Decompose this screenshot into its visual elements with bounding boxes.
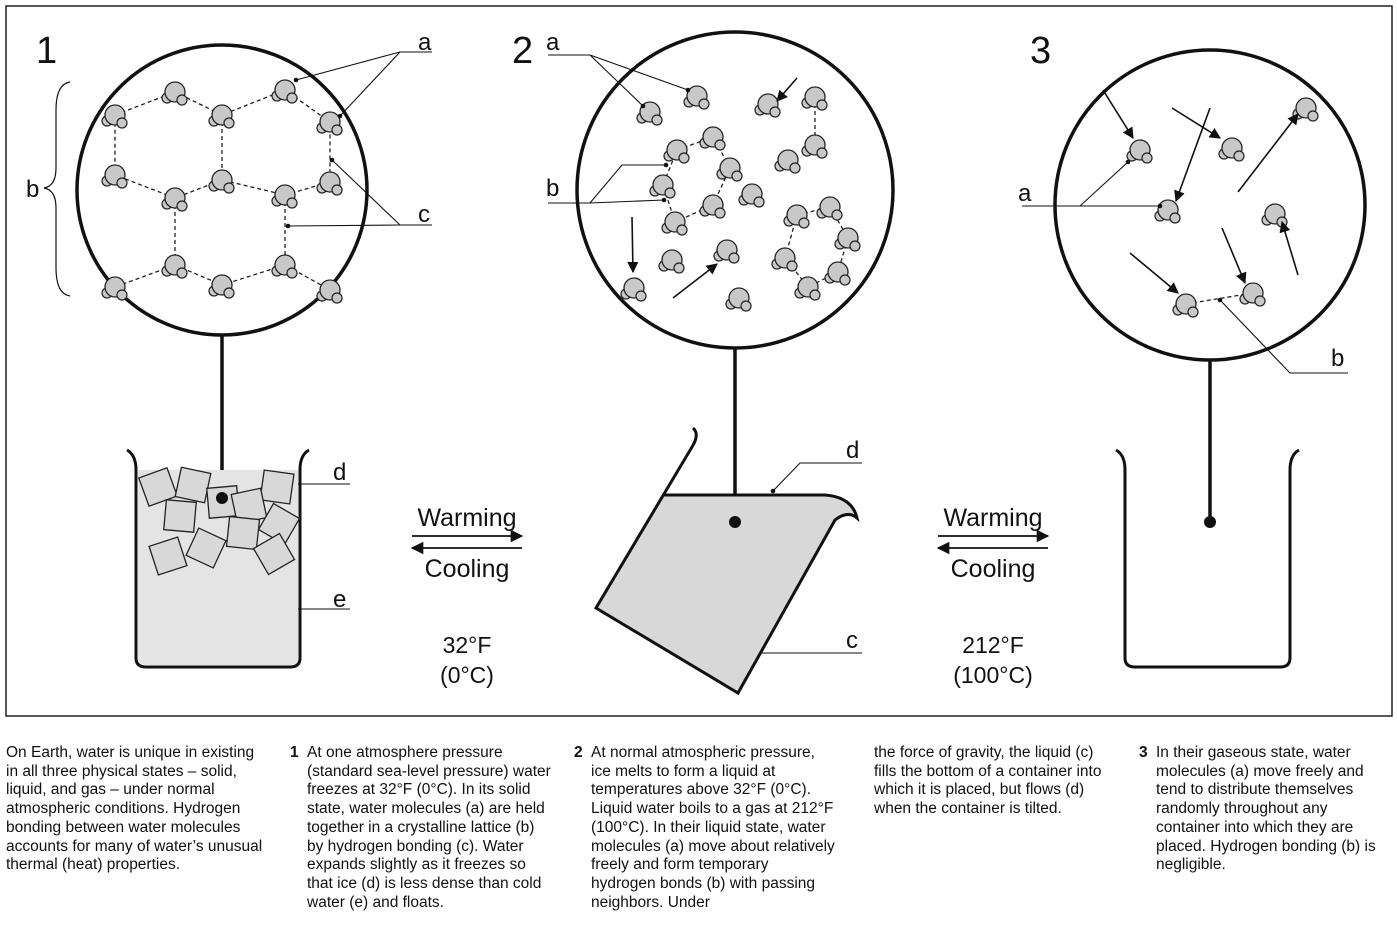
caption-solid: 1 At one atmosphere pressure (standard s… (290, 744, 552, 912)
boiling-point-c: (100°C) (953, 662, 1033, 688)
panel-gas: 3 a b (1018, 30, 1367, 669)
caption-liquid-continued-text: the force of gravity, the liquid (c) fil… (874, 744, 1102, 818)
transition-1: Warming Cooling 32°F (0°C) (410, 504, 524, 688)
caption-liquid: 2 At normal atmospheric pressure, ice me… (574, 744, 836, 912)
caption-number-1: 1 (290, 744, 299, 761)
panel-solid: 1 b a c d (26, 29, 432, 669)
transition-2: Warming Cooling 212°F (100°C) (936, 504, 1050, 688)
caption-intro: On Earth, water is unique in existing in… (6, 744, 268, 875)
label-c-1: c (418, 201, 430, 228)
label-a-3: a (1018, 180, 1032, 207)
gas-molecule-circle (1053, 48, 1367, 362)
caption-gas: 3 In their gaseous state, water molecule… (1139, 744, 1395, 875)
beaker-1 (126, 448, 310, 669)
caption-number-3: 3 (1139, 744, 1148, 761)
caption-liquid-continued: the force of gravity, the liquid (c) fil… (874, 744, 1119, 819)
beaker-tilted (593, 426, 860, 696)
label-e-1: e (333, 586, 346, 613)
label-b-2: b (546, 175, 559, 202)
label-a-2: a (546, 29, 560, 56)
panel-number-2: 2 (512, 30, 533, 72)
beaker-3 (1115, 448, 1300, 669)
label-a-1: a (418, 29, 432, 56)
water-states-diagram: 1 b a c d (5, 5, 1393, 717)
panel-number-3: 3 (1030, 30, 1051, 72)
panel-number-1: 1 (36, 30, 57, 72)
figure-frame (5, 5, 1393, 717)
liquid-water (596, 495, 857, 693)
boiling-point-f: 212°F (962, 632, 1024, 658)
label-d-2: d (846, 437, 859, 464)
panel-liquid: 2 a b (512, 29, 895, 696)
warming-label-1: Warming (417, 504, 516, 532)
caption-solid-text: At one atmosphere pressure (standard sea… (307, 744, 551, 911)
label-c-2: c (846, 627, 858, 654)
cooling-label-2: Cooling (951, 555, 1036, 583)
caption-liquid-text: At normal atmospheric pressure, ice melt… (591, 744, 835, 911)
caption-intro-text: On Earth, water is unique in existing in… (6, 744, 263, 874)
cooling-label-1: Cooling (425, 555, 510, 583)
label-d-1: d (333, 459, 346, 486)
caption-number-2: 2 (574, 744, 583, 761)
caption-gas-text: In their gaseous state, water molecules … (1156, 744, 1376, 874)
melting-point-f: 32°F (443, 632, 492, 658)
ice-cubes (137, 466, 301, 576)
label-b-3: b (1331, 345, 1344, 372)
melting-point-c: (0°C) (440, 662, 494, 688)
warming-label-2: Warming (943, 504, 1042, 532)
lattice-brace (43, 81, 71, 297)
label-b-1: b (26, 176, 39, 203)
